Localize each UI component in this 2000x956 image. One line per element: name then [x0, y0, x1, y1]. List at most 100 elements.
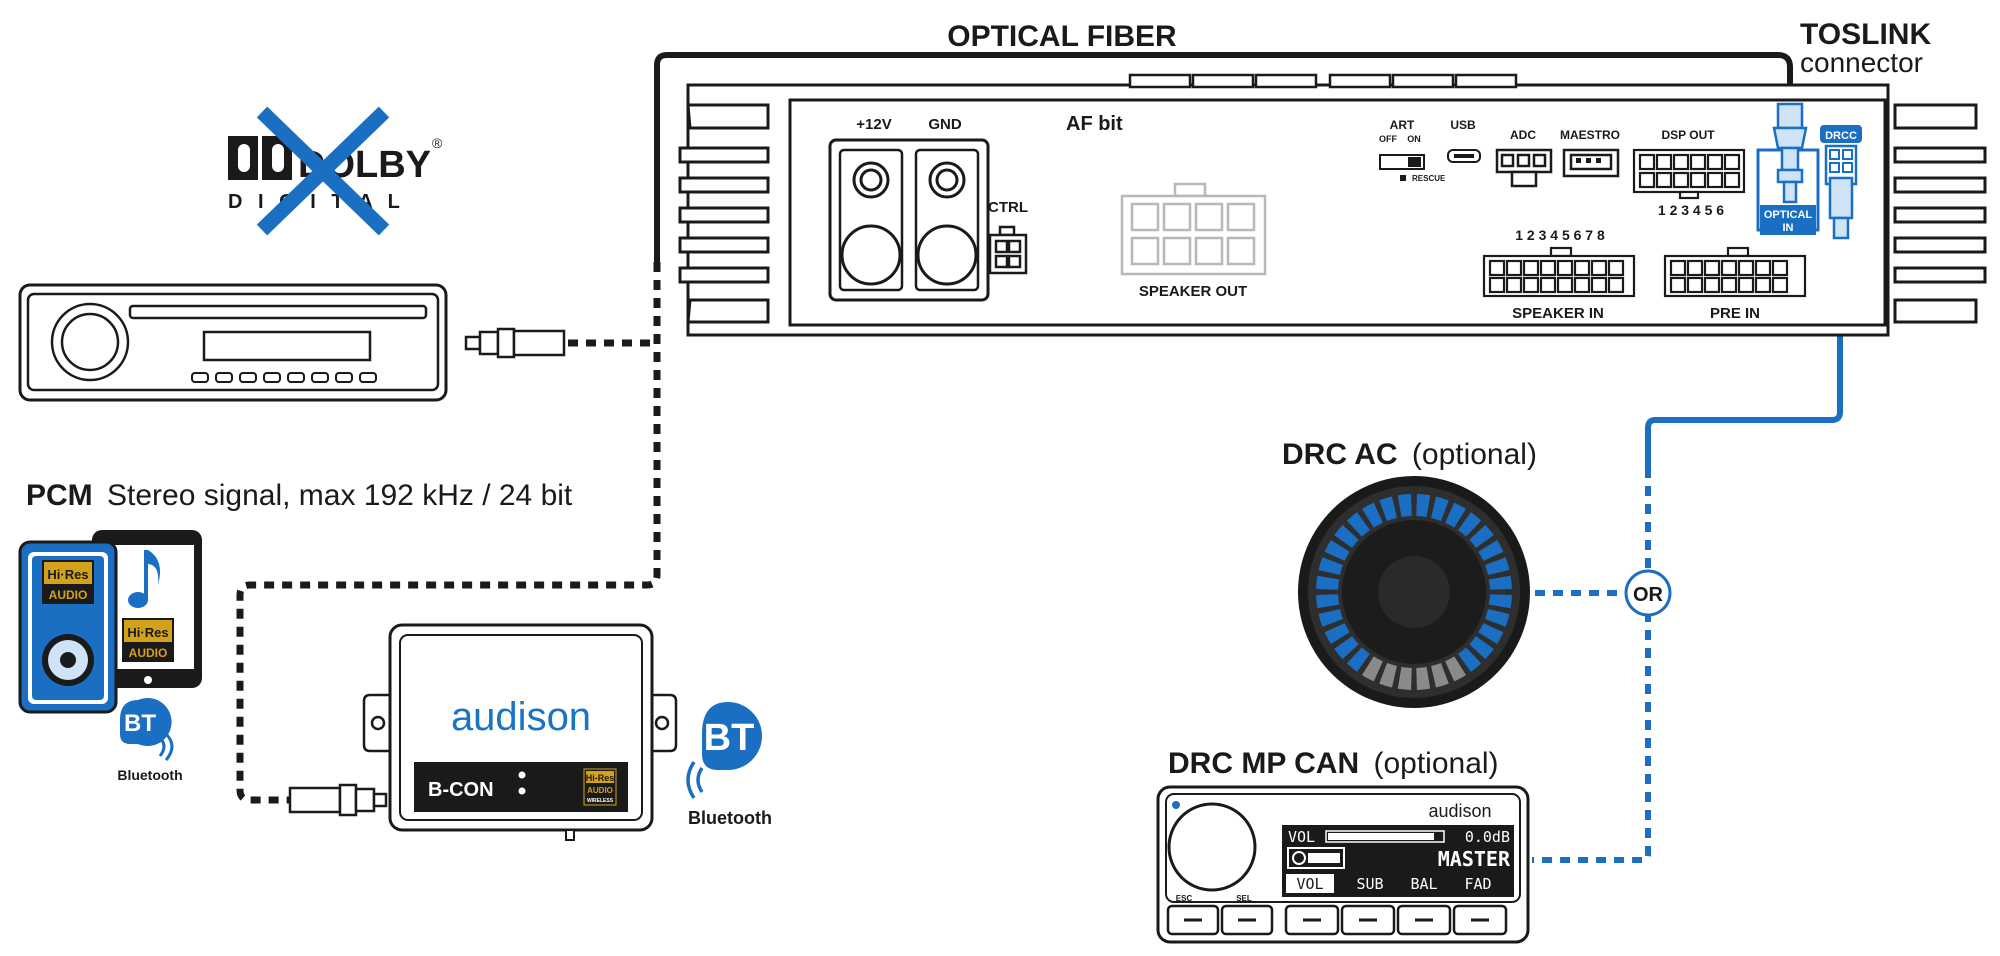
b-con-hires-top: Hi-Res — [586, 773, 615, 783]
music-player: Hi·Res AUDIO — [18, 540, 118, 714]
knob-led-segment — [1324, 623, 1350, 644]
screen-menu-vol: VOL — [1296, 875, 1323, 893]
knob-led-segment — [1334, 524, 1359, 548]
drc-ac-optional: (optional) — [1412, 438, 1537, 471]
rescue-label: RESCUE — [1412, 174, 1446, 183]
screen-vol-bar-fill — [1328, 833, 1434, 840]
screen-menu-sub: SUB — [1356, 875, 1383, 893]
drc-mp-buttons — [1166, 904, 1508, 936]
car-head-unit — [18, 283, 448, 402]
bluetooth-badge-small: BT Bluetooth — [117, 698, 183, 783]
toslink-title: TOSLINK — [1800, 18, 1931, 51]
knob-led-segment — [1397, 666, 1412, 690]
knob-led-segment — [1316, 594, 1340, 609]
bt-large-text: BT — [704, 717, 755, 759]
knob-led-segment — [1445, 502, 1466, 528]
pcm-bold: PCM — [26, 479, 93, 512]
pre-in-label: PRE IN — [1710, 305, 1760, 322]
knob-led-segment — [1445, 656, 1466, 682]
ctrl-label: CTRL — [988, 199, 1028, 216]
drc-mp-optional: (optional) — [1373, 747, 1498, 780]
drc-ac-knob — [1298, 476, 1530, 708]
drc-mp-bold: DRC MP CAN — [1168, 747, 1359, 780]
hires-top: Hi·Res — [127, 625, 168, 640]
hires-bottom-player: AUDIO — [49, 588, 88, 602]
speaker-out-connector — [1120, 182, 1267, 276]
speaker-in-label: SPEAKER IN — [1512, 305, 1604, 322]
knob-led-segment — [1362, 656, 1383, 682]
drcc-label: DRCC — [1825, 130, 1857, 142]
dolby-digital-logo: DOLBY ® D I G I T A L — [228, 106, 443, 236]
drc-mp-knob — [1167, 802, 1257, 892]
knob-led-segment — [1324, 540, 1350, 561]
art-off-label: OFF — [1379, 134, 1397, 144]
knob-led-segment — [1318, 557, 1343, 575]
b-con-brand: audison — [451, 695, 591, 739]
art-on-label: ON — [1407, 134, 1421, 144]
drc-mp-sel: SEL — [1236, 894, 1252, 903]
b-con-hires-badge: Hi-Res AUDIO WIRELESS — [583, 768, 617, 806]
optical-in-label-1: OPTICAL — [1764, 209, 1813, 221]
music-note-icon — [128, 550, 161, 608]
art-switch — [1379, 154, 1425, 170]
knob-led-segment — [1488, 575, 1512, 590]
knob-led-ring — [1316, 494, 1512, 690]
hires-badge-tablet: Hi·Res AUDIO — [122, 618, 174, 662]
adc-connector — [1495, 148, 1553, 188]
screen-menu-bal: BAL — [1410, 875, 1437, 893]
drc-mp-can-device: ESC SEL audison VOL 0.0dB MASTER VOL SUB… — [1156, 785, 1530, 944]
amplifier-af-bit: +12V GND AF bit CTRL SPEAKER OUT ART OFF… — [678, 73, 1987, 337]
dolby-registered: ® — [432, 135, 443, 151]
maestro-connector — [1562, 148, 1620, 178]
head-unit-rca-plug — [464, 327, 566, 359]
b-con-model: B-CON — [428, 779, 494, 801]
screen-mode: MASTER — [1438, 847, 1511, 871]
usb-label: USB — [1450, 118, 1476, 132]
knob-led-segment — [1316, 575, 1340, 590]
b-con-rca-plug — [288, 783, 388, 817]
knob-led-segment — [1334, 636, 1359, 660]
knob-led-segment — [1431, 663, 1449, 688]
drc-mp-esc: ESC — [1176, 894, 1193, 903]
screen-vol-value: 0.0dB — [1465, 828, 1510, 846]
speaker-in-numbers: 1 2 3 4 5 6 7 8 — [1515, 227, 1605, 243]
knob-led-segment — [1346, 512, 1370, 537]
drc-ac-bold: DRC AC — [1282, 438, 1398, 471]
optical-fiber-title: OPTICAL FIBER — [947, 20, 1177, 53]
drc-mp-title: DRC MP CAN (optional) — [1168, 747, 1499, 780]
pcm-label: PCM Stereo signal, max 192 kHz / 24 bit — [26, 479, 573, 512]
speaker-in-connector — [1482, 246, 1636, 298]
power-terminal — [828, 138, 990, 302]
knob-led-segment — [1346, 647, 1370, 672]
knob-led-segment — [1318, 609, 1343, 627]
pcm-description: Stereo signal, max 192 kHz / 24 bit — [107, 479, 573, 512]
speaker-out-label: SPEAKER OUT — [1139, 283, 1247, 300]
knob-led-segment — [1469, 524, 1494, 548]
knob-led-segment — [1379, 496, 1397, 521]
cross-out-icon — [256, 106, 390, 236]
bt-small-text: BT — [124, 710, 156, 737]
adc-label: ADC — [1510, 128, 1536, 142]
b-con-device: audison B-CON Hi-Res AUDIO WIRELESS — [362, 623, 678, 841]
dsp-out-numbers: 1 2 3 4 5 6 — [1658, 202, 1724, 218]
optical-fiber-cable — [236, 52, 1793, 804]
bluetooth-label-small: Bluetooth — [117, 767, 182, 783]
bluetooth-label-large: Bluetooth — [688, 808, 772, 828]
gnd-label: GND — [928, 116, 962, 133]
bluetooth-badge-large: BT Bluetooth — [686, 702, 772, 828]
knob-led-segment — [1488, 594, 1512, 609]
screen-menu-fad: FAD — [1464, 875, 1491, 893]
knob-led-segment — [1379, 663, 1397, 688]
knob-led-segment — [1485, 557, 1510, 575]
b-con-hires-bottom: AUDIO — [587, 786, 613, 795]
knob-led-segment — [1478, 540, 1504, 561]
right-heatsink — [1893, 103, 1987, 324]
plus12v-label: +12V — [856, 116, 891, 133]
drc-mp-brand: audison — [1428, 801, 1491, 821]
maestro-label: MAESTRO — [1560, 128, 1620, 142]
knob-led-segment — [1362, 502, 1383, 528]
model-name: AF bit — [1066, 113, 1123, 135]
left-heatsink — [678, 103, 770, 324]
knob-led-segment — [1458, 512, 1482, 537]
drc-mp-screen: VOL 0.0dB MASTER VOL SUB BAL FAD — [1282, 825, 1514, 897]
